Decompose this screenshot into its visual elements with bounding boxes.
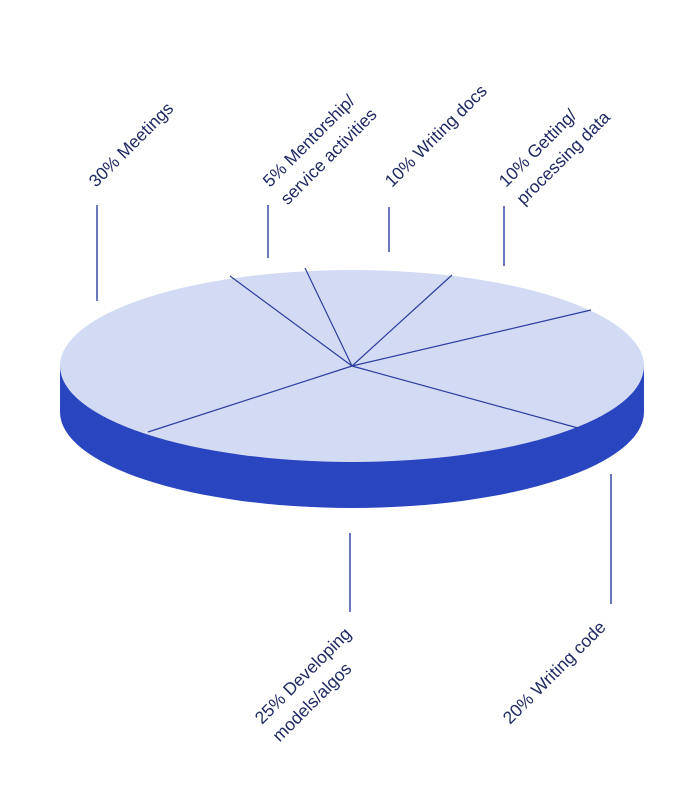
- slice-label-line: 10% Writing docs: [381, 80, 491, 190]
- slice-dividers: [147, 267, 592, 433]
- slice-label: 25% Developingmodels/algos: [251, 624, 373, 746]
- slice-label: 30% Meetings: [85, 98, 178, 191]
- slice-label: 20% Writing code: [499, 617, 610, 728]
- leader-lines: [96, 205, 612, 612]
- slice-divider: [229, 275, 353, 367]
- slice-divider: [304, 267, 353, 367]
- slice-divider: [351, 274, 453, 367]
- slice-divider: [351, 365, 579, 429]
- slice-label: 5% Mentorship/service activities: [259, 86, 381, 208]
- slice-label-line: 30% Meetings: [85, 98, 178, 191]
- slice-label: 10% Writing docs: [381, 80, 491, 190]
- slice-label-line: 20% Writing code: [499, 617, 610, 728]
- slice-divider: [351, 309, 592, 367]
- slice-divider: [147, 365, 353, 433]
- slice-label: 10% Getting/processing data: [495, 89, 614, 208]
